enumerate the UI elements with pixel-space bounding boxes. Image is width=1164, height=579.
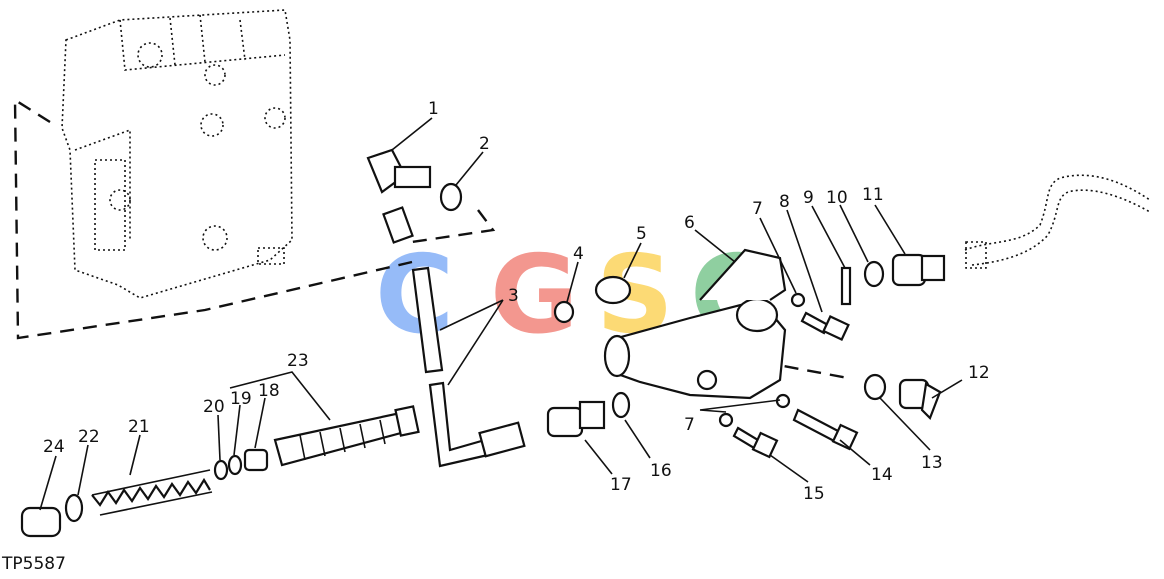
callout-18: 18 — [258, 381, 280, 401]
part-10-washer — [863, 260, 885, 288]
part-7-nut-upper — [790, 292, 806, 308]
callout-17: 17 — [610, 475, 632, 495]
watermark-letter-2: G — [490, 233, 579, 358]
part-12-plug — [898, 378, 942, 420]
callout-21: 21 — [128, 417, 150, 437]
callout-3: 3 — [508, 286, 519, 306]
part-18-spacer — [243, 448, 269, 472]
callout-22: 22 — [78, 427, 100, 447]
part-22-washer — [64, 493, 84, 523]
part-20-seal — [213, 459, 229, 481]
callout-1: 1 — [428, 99, 439, 119]
hose-assembly — [964, 174, 1151, 269]
part-14-bolt — [792, 408, 859, 451]
callout-4: 4 — [573, 244, 584, 264]
part-21-spring — [91, 469, 213, 516]
callout-7-lower: 7 — [684, 415, 695, 435]
part-9-pin — [840, 266, 852, 306]
callout-8: 8 — [779, 192, 790, 212]
part-11-fitting — [891, 253, 946, 287]
callout-13: 13 — [921, 453, 943, 473]
callout-16: 16 — [650, 461, 672, 481]
callout-12: 12 — [968, 363, 990, 383]
callout-9: 9 — [803, 188, 814, 208]
part-7-nut-lower-a — [718, 412, 734, 428]
callout-23: 23 — [287, 351, 309, 371]
assembly-dashed-lines — [13, 97, 849, 380]
callout-labels: 1 2 3 4 5 6 7 8 9 10 11 12 13 14 15 16 1… — [43, 99, 990, 504]
callout-5: 5 — [636, 224, 647, 244]
part-5-oring — [594, 275, 632, 305]
callout-2: 2 — [479, 134, 490, 154]
watermark-letter-1: C — [375, 233, 454, 358]
part-23-spool — [273, 405, 420, 467]
callout-6: 6 — [684, 213, 695, 233]
figure-code: TP5587 — [1, 554, 66, 574]
part-15-bolt — [732, 426, 779, 459]
callout-15: 15 — [803, 484, 825, 504]
leader-lines — [39, 117, 963, 511]
callout-7-upper: 7 — [752, 199, 763, 219]
callout-14: 14 — [871, 465, 893, 485]
callout-24: 24 — [43, 437, 65, 457]
part-7-nut-lower-b — [775, 393, 791, 409]
callout-20: 20 — [203, 397, 225, 417]
part-24-plug — [20, 506, 62, 538]
part-4-oring — [553, 300, 575, 324]
part-17-fitting — [546, 400, 606, 438]
callout-10: 10 — [826, 188, 848, 208]
valve-housing — [61, 9, 293, 299]
part-8-bolt — [800, 311, 850, 341]
part-2-oring — [439, 182, 463, 212]
part-3-tube — [382, 206, 526, 468]
callout-11: 11 — [862, 185, 884, 205]
callout-19: 19 — [230, 389, 252, 409]
part-13-oring — [863, 373, 887, 401]
part-16-oring — [611, 391, 631, 419]
part-1-elbow — [366, 148, 432, 194]
part-19-washer — [227, 454, 243, 476]
